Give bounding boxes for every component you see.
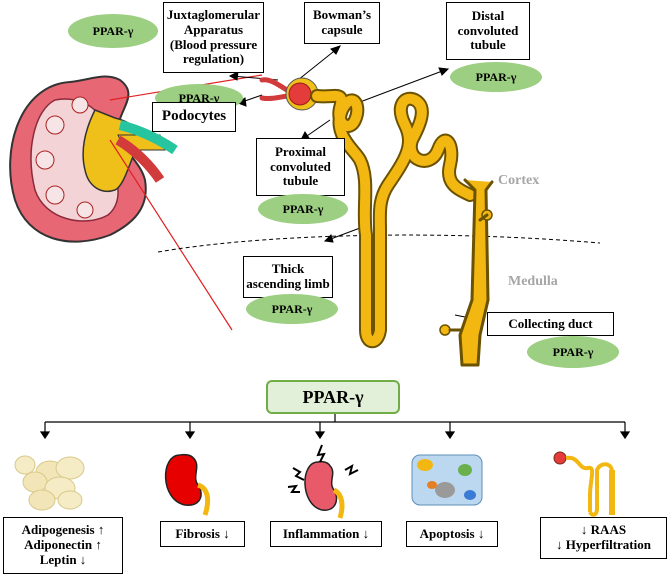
effect-line: Fibrosis ↓ — [175, 525, 230, 541]
apoptotic-cells-icon — [411, 454, 483, 506]
medulla-label: Medulla — [508, 274, 558, 289]
apoptosis-effect-box: Apoptosis ↓ — [406, 521, 498, 547]
proximal-tubule-label: Proximal convoluted tubule — [256, 138, 345, 196]
effect-line: Adipogenesis ↑ — [21, 522, 105, 538]
adipogenesis-effect-box: Adipogenesis ↑ Adiponectin ↑ Leptin ↓ — [3, 517, 123, 574]
red-kidney-icon — [164, 453, 211, 516]
ppar-gamma-oval: PPAR-γ — [258, 194, 348, 224]
fat-cells-icon — [14, 455, 85, 511]
effect-line: ↓ Hyperfiltration — [556, 537, 651, 552]
effect-line: Leptin ↓ — [39, 551, 87, 567]
cortex-label: Cortex — [498, 173, 540, 188]
raas-effect-box: ↓ RAAS ↓ Hyperfiltration — [540, 517, 667, 559]
kidney-illustration — [9, 75, 178, 243]
ppar-gamma-oval: PPAR-γ — [527, 336, 619, 368]
effect-line: Adiponectin ↑ — [24, 537, 102, 553]
ppar-gamma-oval: PPAR-γ — [68, 14, 158, 48]
effect-line: Apoptosis ↓ — [419, 525, 485, 541]
ppar-gamma-oval: PPAR-γ — [450, 62, 542, 92]
ppar-gamma-hub: PPAR-γ — [266, 380, 400, 414]
podocytes-label: Podocytes — [152, 102, 236, 132]
inflammation-effect-box: Inflammation ↓ — [270, 521, 382, 547]
thick-ascending-limb-label: Thick ascending limb — [243, 256, 333, 298]
bowmans-capsule-label: Bowman’s capsule — [304, 2, 380, 44]
fibrosis-effect-box: Fibrosis ↓ — [160, 521, 245, 547]
effect-line: ↓ RAAS — [580, 522, 627, 538]
distal-tubule-label: Distal convoluted tubule — [446, 2, 530, 60]
nephron-illustration — [259, 77, 494, 367]
collecting-duct-label: Collecting duct — [487, 312, 614, 336]
effect-line: Inflammation ↓ — [282, 525, 370, 541]
ppar-gamma-oval: PPAR-γ — [246, 294, 338, 324]
nephron-icon — [553, 451, 615, 517]
inflamed-kidney-icon — [287, 444, 359, 519]
juxtaglomerular-label: Juxtaglomerular Apparatus (Blood pressur… — [163, 2, 264, 73]
